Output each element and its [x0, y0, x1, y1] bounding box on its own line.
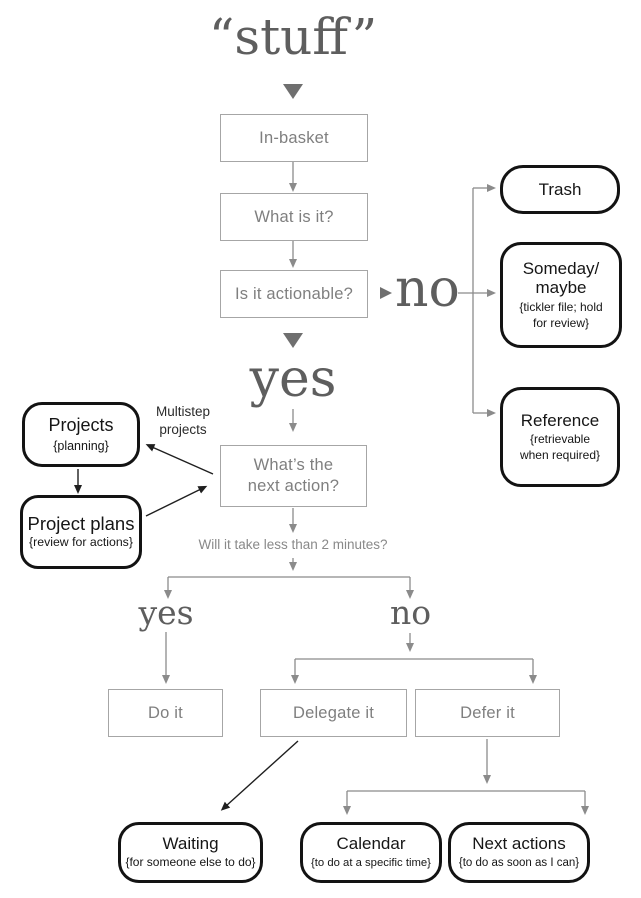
node-trash: Trash: [500, 165, 620, 214]
decision-yes-label: yes: [249, 349, 337, 409]
solid-arrowheads: [283, 84, 392, 348]
reference-title: Reference: [520, 410, 600, 430]
node-next-actions: Next actions {to do as soon as I can}: [448, 822, 590, 883]
node-whats-next-action: What’s the next action?: [220, 445, 367, 507]
gray-flow-lines: [162, 162, 589, 815]
stuff-title: “stuff”: [208, 8, 378, 66]
calendar-note: {to do at a specific time}: [311, 856, 431, 869]
projects-note: {planning}: [53, 438, 109, 453]
node-project-plans: Project plans {review for actions}: [20, 495, 142, 569]
node-what-is-it: What is it?: [220, 193, 368, 241]
node-calendar: Calendar {to do at a specific time}: [300, 822, 442, 883]
next-actions-title: Next actions: [472, 834, 566, 854]
waiting-title: Waiting: [162, 833, 219, 853]
waiting-note: {for someone else to do}: [125, 855, 256, 870]
node-reference: Reference {retrievable when required}: [500, 387, 620, 487]
someday-title: Someday/ maybe: [522, 258, 600, 298]
black-arrows: [74, 444, 299, 811]
project-plans-title: Project plans: [27, 512, 135, 534]
node-someday-maybe: Someday/ maybe {tickler file; hold for r…: [500, 242, 622, 348]
projects-title: Projects: [48, 415, 114, 436]
down-arrowhead-stuff: [283, 84, 303, 99]
someday-note: {tickler file; hold for review}: [519, 299, 603, 330]
node-do-it: Do it: [108, 689, 223, 737]
branch-no-label: no: [389, 593, 432, 632]
branch-yes-label: yes: [138, 593, 194, 632]
calendar-title: Calendar: [336, 834, 406, 854]
node-waiting: Waiting {for someone else to do}: [118, 822, 263, 883]
decision-no-label: no: [395, 259, 460, 319]
node-is-it-actionable: Is it actionable?: [220, 270, 368, 318]
node-in-basket: In-basket: [220, 114, 368, 162]
reference-note: {retrievable when required}: [519, 432, 601, 462]
node-projects: Projects {planning}: [22, 402, 140, 467]
next-actions-note: {to do as soon as I can}: [458, 856, 580, 869]
node-defer-it: Defer it: [415, 689, 560, 737]
two-minute-question: Will it take less than 2 minutes?: [198, 537, 388, 552]
right-arrowhead-no: [380, 287, 392, 299]
multistep-projects-label: Multistep projects: [155, 404, 211, 437]
project-plans-note: {review for actions}: [29, 535, 133, 550]
down-arrowhead-yes: [283, 333, 303, 348]
node-delegate-it: Delegate it: [260, 689, 407, 737]
trash-title: Trash: [538, 179, 582, 199]
